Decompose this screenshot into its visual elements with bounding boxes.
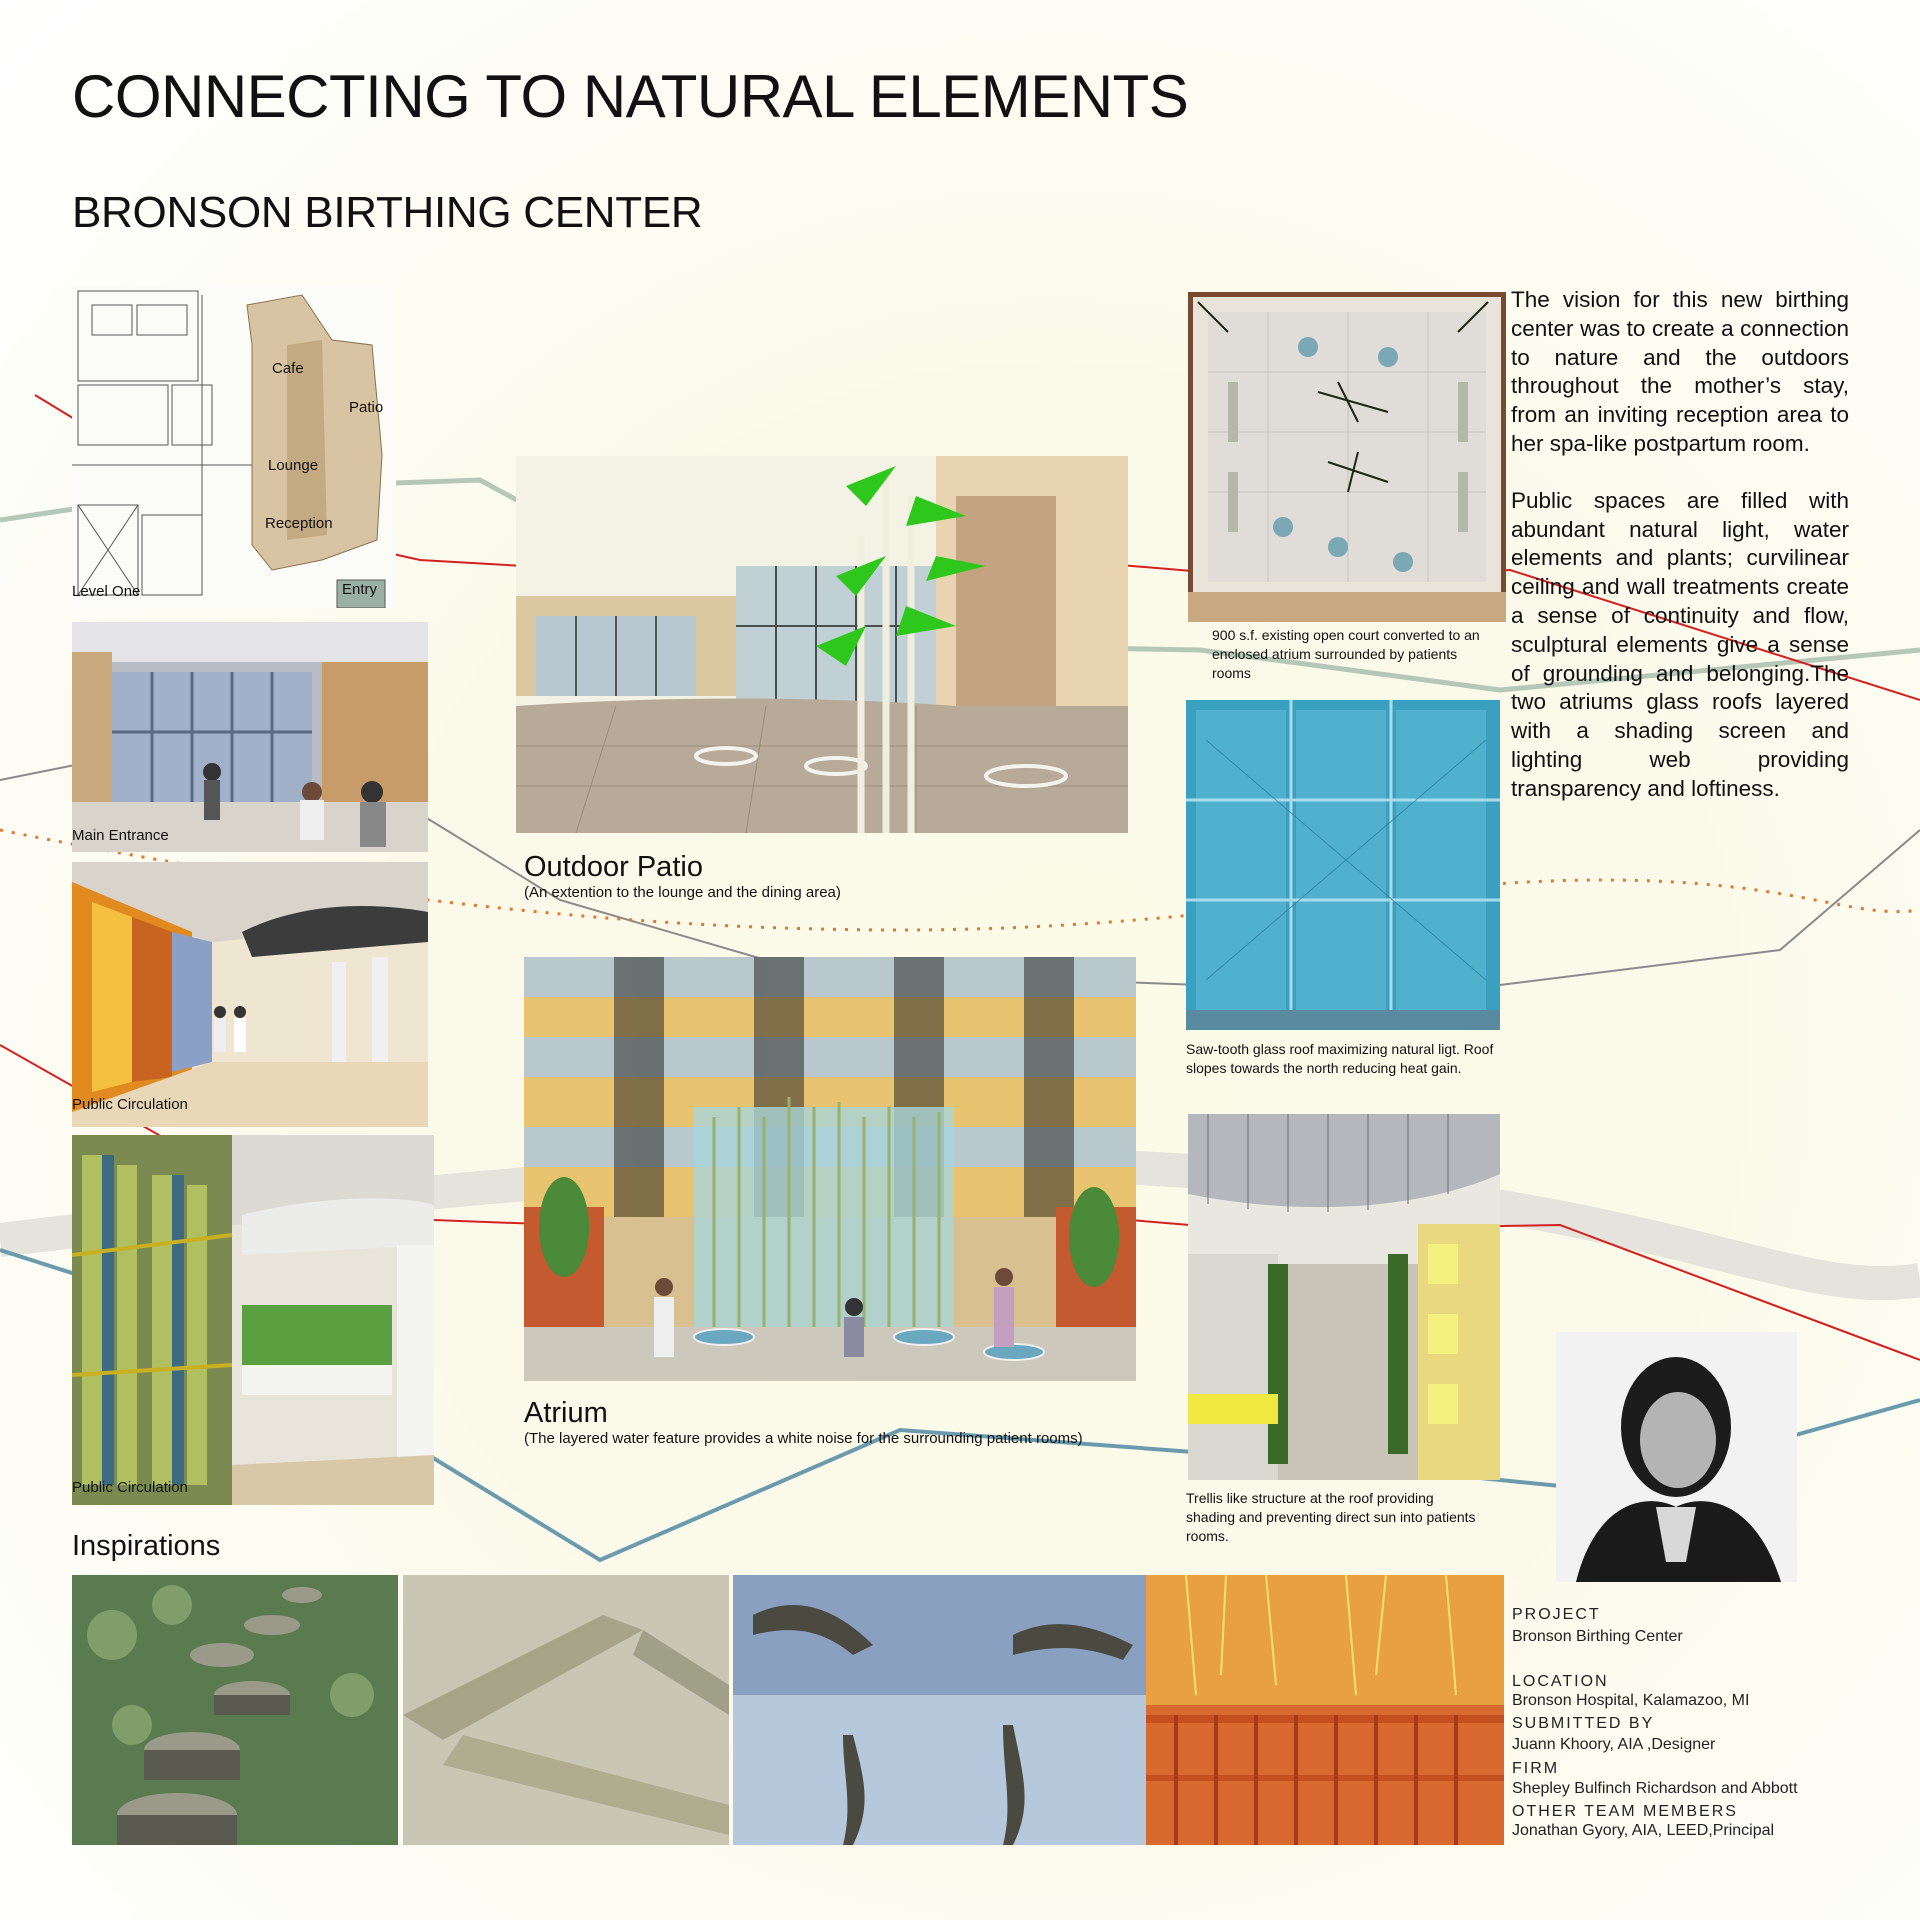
plan-label-lounge: Lounge (268, 457, 319, 474)
atrium-title: Atrium (524, 1397, 608, 1429)
outdoor-patio-title: Outdoor Patio (524, 851, 703, 883)
main-entrance-caption: Main Entrance (72, 827, 169, 844)
atrium-subtitle: (The layered water feature provides a wh… (524, 1430, 1083, 1447)
other-team-label: OTHER TEAM MEMBERS (1512, 1803, 1738, 1820)
other-team-value: Jonathan Gyory, AIA, LEED,Principal (1512, 1822, 1775, 1839)
vision-paragraph-1: The vision for this new birthing center … (1511, 287, 1849, 456)
submitted-by-value: Juann Khoory, AIA ,Designer (1512, 1736, 1716, 1753)
project-value: Bronson Birthing Center (1512, 1628, 1683, 1645)
project-label: PROJECT (1512, 1606, 1601, 1623)
plan-label-patio: Patio (349, 399, 384, 416)
designer-portrait (1556, 1332, 1797, 1582)
public-circulation-caption-2: Public Circulation (72, 1479, 188, 1496)
inspirations-title: Inspirations (72, 1530, 221, 1562)
plan-label-reception: Reception (265, 515, 333, 532)
firm-label: FIRM (1512, 1760, 1560, 1777)
public-circulation-caption-1: Public Circulation (72, 1096, 188, 1113)
public-circulation-image-2: Public Circulation (72, 1135, 434, 1505)
inspiration-fish-fountain (733, 1575, 1146, 1845)
plan-label-cafe: Cafe (272, 360, 304, 377)
firm-value: Shepley Bulfinch Richardson and Abbott (1512, 1780, 1798, 1797)
submitted-by-label: SUBMITTED BY (1512, 1715, 1655, 1732)
location-value: Bronson Hospital, Kalamazoo, MI (1512, 1692, 1750, 1709)
outdoor-patio-subtitle: (An extention to the lounge and the dini… (524, 884, 841, 901)
location-label: LOCATION (1512, 1673, 1609, 1690)
trellis-caption: Trellis like structure at the roof provi… (1186, 1490, 1476, 1544)
court-plan-caption: 900 s.f. existing open court converted t… (1212, 627, 1480, 681)
inspiration-stepping-stones (72, 1575, 398, 1845)
outdoor-patio-image (516, 456, 1128, 833)
inspiration-screen-wall (1146, 1575, 1504, 1845)
court-plan-image (1188, 292, 1506, 622)
inspiration-zen-gravel (403, 1575, 729, 1845)
plan-label-level-one: Level One (72, 583, 141, 600)
floor-plan-drawing (72, 285, 396, 608)
sawtooth-roof-caption: Saw-tooth glass roof maximizing natural … (1186, 1041, 1494, 1076)
floor-plan: Cafe Patio Lounge Reception Level One En… (72, 285, 396, 608)
page-title: CONNECTING TO NATURAL ELEMENTS (72, 63, 1189, 130)
plan-label-entry: Entry (342, 581, 378, 598)
vision-text: The vision for this new birthing center … (1511, 286, 1849, 804)
main-entrance-image: Main Entrance (72, 622, 428, 852)
sawtooth-roof-image (1186, 700, 1500, 1030)
trellis-image (1188, 1114, 1500, 1480)
public-circulation-image-1: Public Circulation (72, 862, 428, 1127)
atrium-image (524, 957, 1136, 1381)
vision-paragraph-2: Public spaces are filled with abundant n… (1511, 487, 1849, 801)
page-subtitle: BRONSON BIRTHING CENTER (72, 188, 703, 237)
